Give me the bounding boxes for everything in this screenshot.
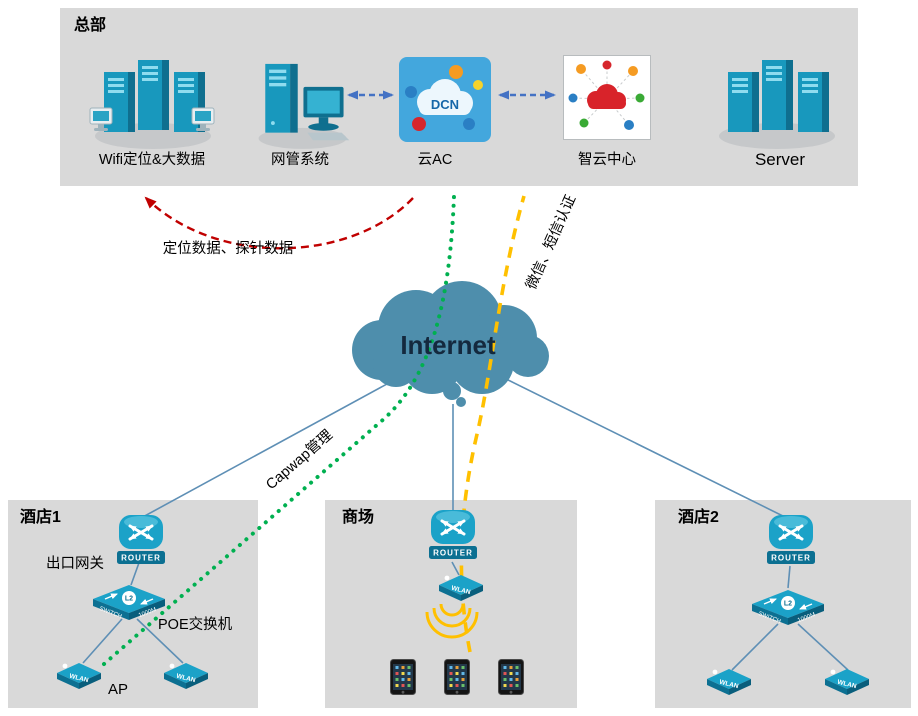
- hotel2-ap2-icon: WLAN: [822, 666, 872, 700]
- dcn-label: DCN: [431, 97, 459, 112]
- mall-title: 商场: [342, 509, 375, 526]
- wlan-label: WLAN: [451, 585, 472, 597]
- hotel1-router-icon: ROUTER: [114, 512, 168, 568]
- cloud-ac-icon: DCN: [399, 57, 491, 142]
- monitor-icon: [89, 107, 113, 131]
- monitor-icon: [191, 107, 215, 131]
- hotel1-ap1-icon: WLAN: [54, 660, 104, 694]
- wifi-bigdata-label: Wifi定位&大数据: [98, 152, 206, 168]
- wifi-bigdata-servers-icon: [88, 52, 218, 152]
- poe-switch-label: POE交换机: [158, 617, 233, 633]
- tablet-icon: [390, 659, 416, 695]
- router-label: ROUTER: [121, 554, 161, 563]
- mall-ap-icon: WLAN: [436, 572, 486, 606]
- capwap-label: Capwap管理: [263, 427, 336, 494]
- hotel2-router-icon: ROUTER: [764, 512, 818, 568]
- hq-title: 总部: [74, 17, 107, 34]
- wlan-label: WLAN: [176, 673, 197, 685]
- tablet-icon: [498, 659, 524, 695]
- red-cloud-icon: [587, 84, 626, 109]
- sms-auth-label: 微信、短信认证: [523, 192, 580, 293]
- nms-label: 网管系统: [271, 152, 329, 168]
- wlan-label: WLAN: [719, 679, 740, 691]
- l2-badge: L2: [784, 601, 792, 608]
- ap-label: AP: [108, 681, 129, 698]
- gateway-label: 出口网关: [46, 556, 104, 572]
- cloud-ac-label: 云AC: [417, 152, 453, 168]
- hotel2-ap1-icon: WLAN: [704, 666, 754, 700]
- hotel1-title: 酒店1: [20, 509, 61, 526]
- probe-data-label: 定位数据、探针数据: [162, 241, 294, 257]
- server-farm-icon: [712, 52, 842, 152]
- server-label: Server: [754, 150, 806, 169]
- nms-workstation-icon: [250, 56, 355, 152]
- router-label: ROUTER: [433, 549, 473, 558]
- hotel2-title: 酒店2: [678, 509, 719, 526]
- wlan-label: WLAN: [69, 673, 90, 685]
- wlan-label: WLAN: [837, 679, 858, 691]
- l2-badge: L2: [125, 596, 133, 603]
- mall-router-icon: ROUTER: [426, 507, 480, 563]
- router-label: ROUTER: [771, 554, 811, 563]
- hotel1-ap2-icon: WLAN: [161, 660, 211, 694]
- smart-cloud-label: 智云中心: [578, 152, 636, 168]
- internet-label: Internet: [400, 330, 496, 360]
- tablet-icon: [444, 659, 470, 695]
- hotel1-switch-icon: L2 SWITCH 1000M: [89, 583, 169, 627]
- smart-cloud-center-icon: [563, 55, 651, 140]
- hotel2-switch-icon: L2 SWITCH 1000M: [748, 588, 828, 632]
